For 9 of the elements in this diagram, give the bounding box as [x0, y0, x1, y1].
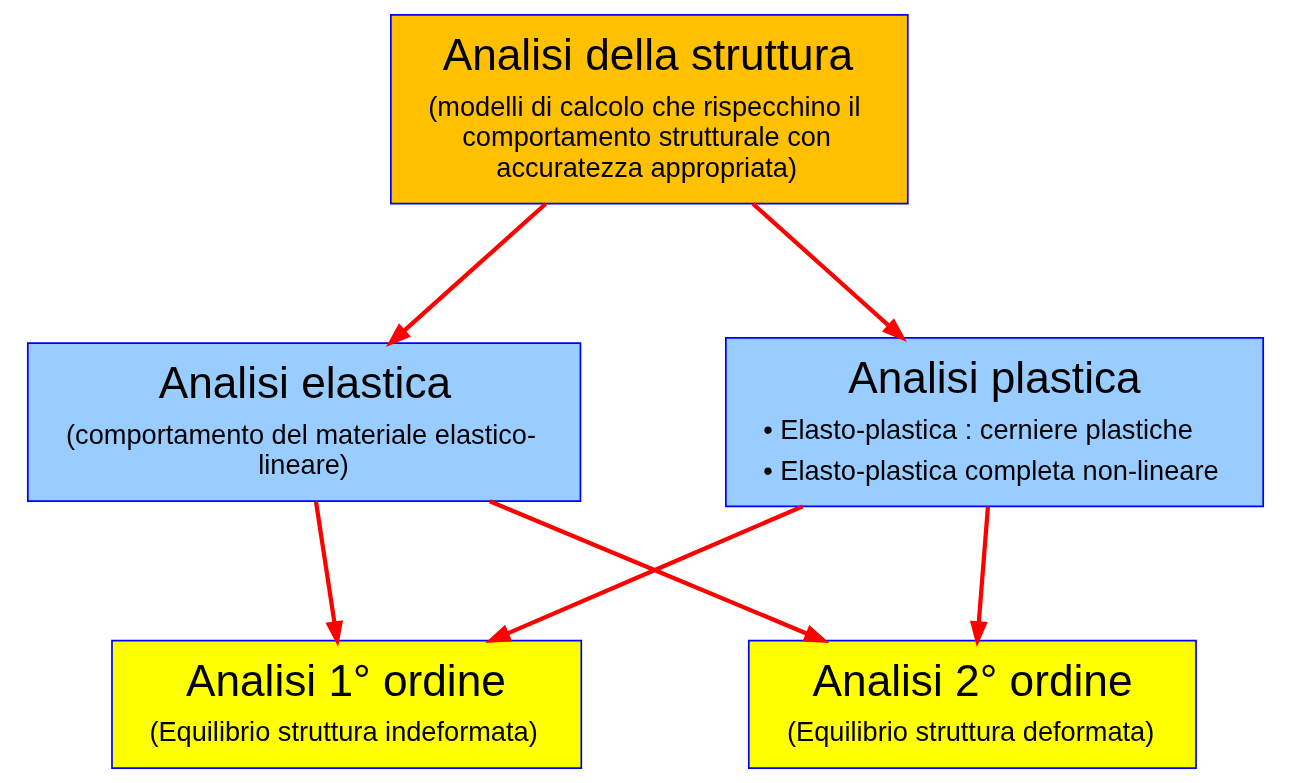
arrow — [751, 202, 907, 342]
node-box: Analisi plastica • Elasto-plastica : cerniere plastiche • Elasto-plastica completa non-lineare — [724, 337, 1264, 508]
node-box: Analisi elastica (comportamento del materiale elastico-lineare) — [26, 342, 581, 503]
arrow — [313, 501, 343, 647]
node-box: Analisi 1° ordine (Equilibrio struttura indeformata) — [110, 639, 582, 769]
node-box: Analisi 2° ordine (Equilibrio struttura deformata) — [747, 639, 1197, 769]
arrow — [969, 506, 990, 647]
node-box: Analisi della struttura (modelli di calcolo che rispecchino il comportamento strutturale con accuratezza appropriata) — [389, 14, 909, 205]
arrow — [385, 202, 547, 348]
